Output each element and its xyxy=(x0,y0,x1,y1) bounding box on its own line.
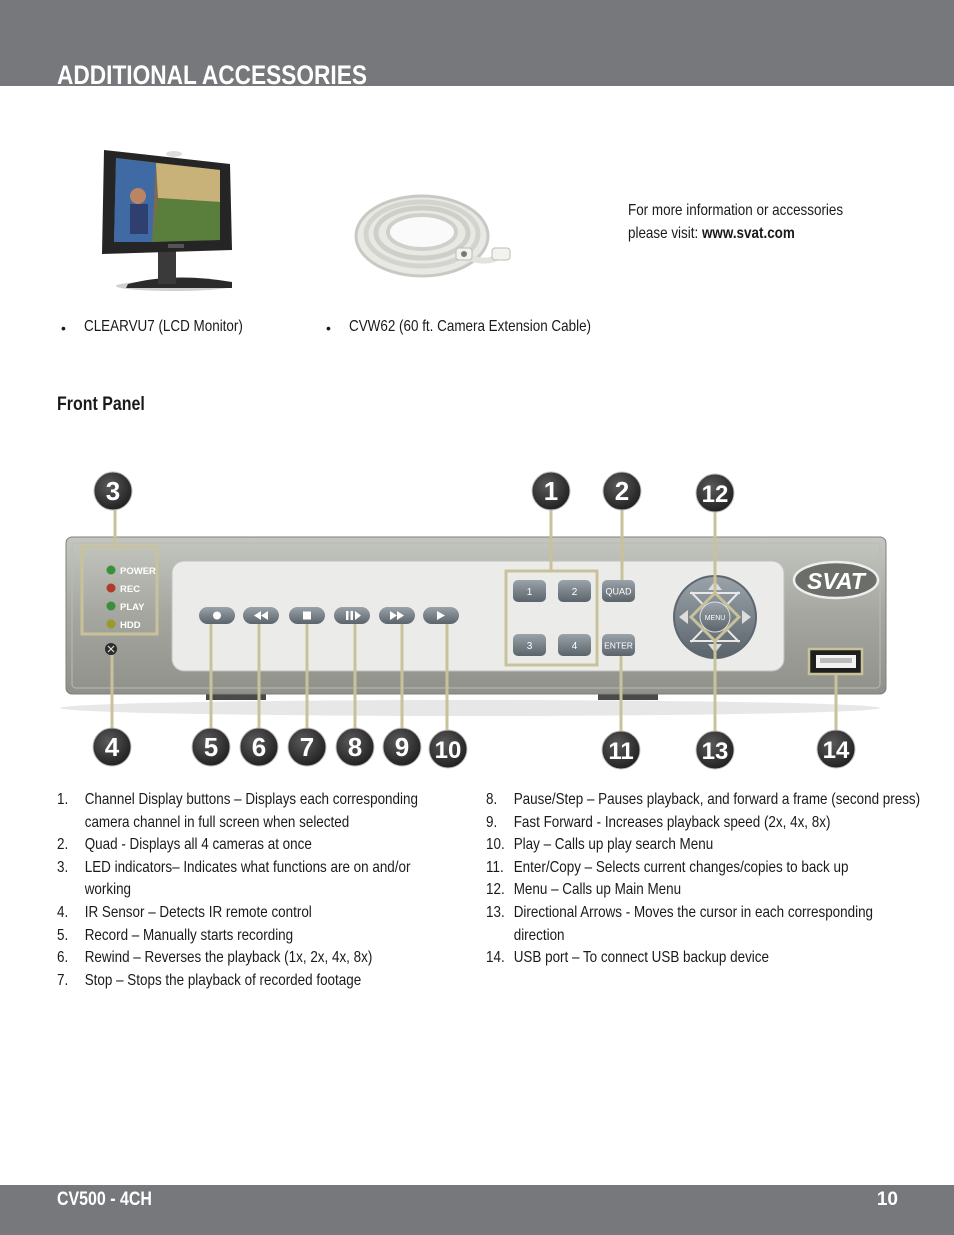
svg-text:SVAT: SVAT xyxy=(807,568,867,594)
list-item: 10.Play – Calls up play search Menu xyxy=(486,836,714,854)
list-item: 8.Pause/Step – Pauses playback, and forw… xyxy=(486,791,921,808)
stop-button[interactable] xyxy=(289,607,325,624)
svg-text:1: 1 xyxy=(527,587,533,598)
svg-text:1: 1 xyxy=(544,476,558,506)
accessory-label-1: CLEARVU7 (LCD Monitor) xyxy=(84,318,243,335)
svg-text:13: 13 xyxy=(702,738,729,765)
info-line-2: please visit: www.svat.com xyxy=(628,224,795,242)
list-item: 9.Fast Forward - Increases playback spee… xyxy=(486,813,831,831)
fast-forward-button[interactable] xyxy=(379,607,415,624)
callout-14: 14 xyxy=(816,729,856,769)
arrow-right-icon[interactable] xyxy=(742,610,751,624)
svat-logo: SVAT xyxy=(792,560,880,600)
callout-12: 12 xyxy=(695,473,735,513)
info-line-1: For more information or accessories xyxy=(628,202,844,219)
accessory-bullet-2: • xyxy=(326,320,331,336)
play-led-icon xyxy=(106,601,116,611)
led-label-power: POWER xyxy=(120,566,156,577)
svg-text:11: 11 xyxy=(608,738,633,765)
led-label-hdd: HDD xyxy=(120,620,141,631)
feature-list-right: 8.Pause/Step – Pauses playback, and forw… xyxy=(486,789,920,970)
list-item: 7.Stop – Stops the playback of recorded … xyxy=(57,971,362,989)
callout-13: 13 xyxy=(695,730,735,770)
list-item: 6.Rewind – Reverses the playback (1x, 2x… xyxy=(57,949,373,967)
list-item: 14.USB port – To connect USB backup devi… xyxy=(486,949,769,967)
website-link[interactable]: www.svat.com xyxy=(701,224,795,242)
arrow-left-icon[interactable] xyxy=(679,610,688,624)
page-title: ADDITIONAL ACCESSORIES xyxy=(57,60,367,86)
rewind-button[interactable] xyxy=(243,607,279,624)
channel-2-button[interactable]: 2 xyxy=(558,580,591,602)
list-item: 2.Quad - Displays all 4 cameras at once xyxy=(57,836,312,854)
footer-model: CV500 - 4CH xyxy=(57,1189,152,1210)
list-item: 13.Directional Arrows - Moves the cursor… xyxy=(486,903,874,944)
enter-button[interactable]: ENTER xyxy=(602,634,635,656)
callout-7: 7 xyxy=(287,727,327,767)
svg-text:5: 5 xyxy=(204,732,218,762)
menu-button[interactable]: MENU xyxy=(699,601,731,633)
svg-text:2: 2 xyxy=(615,476,629,506)
svg-text:3: 3 xyxy=(527,641,533,652)
callout-5: 5 xyxy=(191,727,231,767)
svg-text:2: 2 xyxy=(572,587,578,598)
callout-10: 10 xyxy=(428,729,468,769)
callout-6: 6 xyxy=(239,727,279,767)
channel-1-button[interactable]: 1 xyxy=(513,580,546,602)
callout-1: 1 xyxy=(531,471,571,511)
svg-text:4: 4 xyxy=(105,732,120,762)
list-item: 1.Channel Display buttons – Displays eac… xyxy=(57,791,418,831)
svg-text:ENTER: ENTER xyxy=(604,641,633,651)
svg-text:3: 3 xyxy=(106,476,120,506)
page-number: 10 xyxy=(876,1189,898,1210)
quad-button[interactable]: QUAD xyxy=(602,580,635,602)
accessory-label-2: CVW62 (60 ft. Camera Extension Cable) xyxy=(349,318,592,335)
list-item: 12.Menu – Calls up Main Menu xyxy=(486,881,682,899)
callout-11: 11 xyxy=(601,730,641,770)
callout-2: 2 xyxy=(602,471,642,511)
channel-4-button[interactable]: 4 xyxy=(558,634,591,656)
usb-port[interactable] xyxy=(810,650,862,674)
svg-text:4: 4 xyxy=(572,641,578,652)
play-button[interactable] xyxy=(423,607,459,624)
extension-cable-image xyxy=(354,194,511,278)
accessory-bullet-1: • xyxy=(61,320,66,336)
lcd-monitor-image xyxy=(102,150,232,291)
svg-text:QUAD: QUAD xyxy=(605,587,632,597)
list-item: 4.IR Sensor – Detects IR remote control xyxy=(57,903,312,921)
callout-9: 9 xyxy=(382,727,422,767)
info-text: For more information or accessories plea… xyxy=(628,200,843,245)
list-item: 11.Enter/Copy – Selects current changes/… xyxy=(486,858,849,876)
led-label-rec: REC xyxy=(120,584,140,595)
svg-text:8: 8 xyxy=(348,732,362,762)
power-led-icon xyxy=(106,565,116,575)
svg-text:12: 12 xyxy=(702,481,729,508)
record-button[interactable] xyxy=(199,607,235,624)
svg-text:14: 14 xyxy=(823,737,850,764)
callout-3: 3 xyxy=(93,471,133,511)
front-panel-diagram: POWER REC PLAY HDD 1 2 3 4 QUAD ENTER ME… xyxy=(60,471,887,770)
svg-text:10: 10 xyxy=(435,737,462,764)
hdd-led-icon xyxy=(106,619,116,629)
list-item: 3.LED indicators– Indicates what functio… xyxy=(57,858,411,899)
header-bar: ADDITIONAL ACCESSORIES xyxy=(0,0,954,86)
feature-list-left: 1.Channel Display buttons – Displays eac… xyxy=(57,789,418,992)
svg-text:9: 9 xyxy=(395,732,409,762)
channel-3-button[interactable]: 3 xyxy=(513,634,546,656)
list-item: 5.Record – Manually starts recording xyxy=(57,926,294,944)
svg-text:6: 6 xyxy=(252,732,266,762)
footer-bar: CV500 - 4CH 10 xyxy=(0,1185,954,1235)
rec-led-icon xyxy=(106,583,116,593)
callout-8: 8 xyxy=(335,727,375,767)
led-label-play: PLAY xyxy=(120,602,145,613)
section-title: Front Panel xyxy=(57,394,145,415)
pause-step-button[interactable] xyxy=(334,607,370,624)
callout-4: 4 xyxy=(92,727,132,767)
svg-text:MENU: MENU xyxy=(705,615,726,622)
svg-text:7: 7 xyxy=(300,732,314,762)
